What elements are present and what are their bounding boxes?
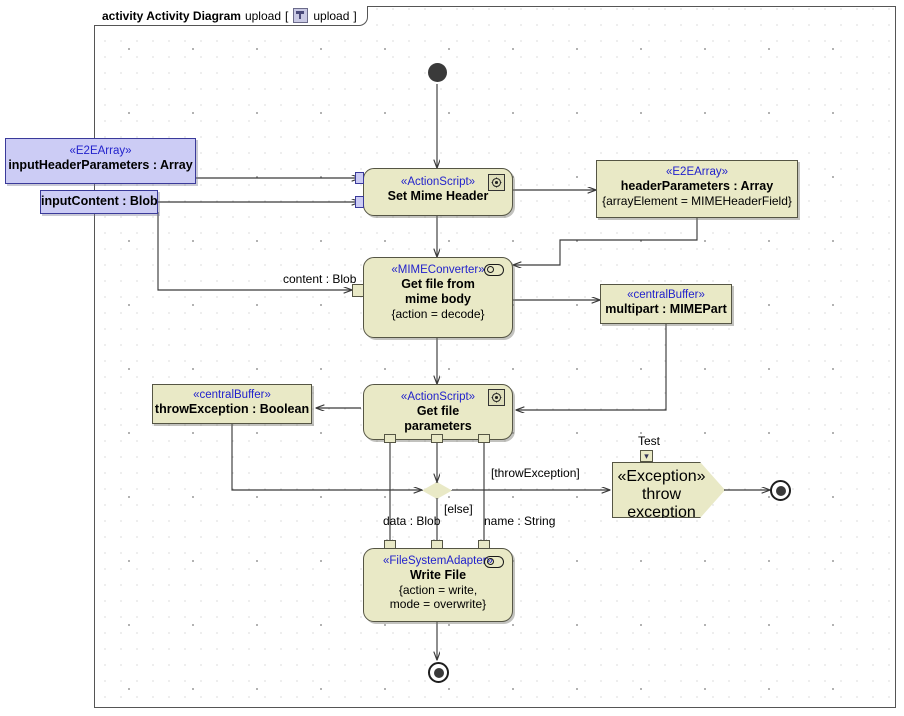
output-pin-control[interactable] bbox=[431, 434, 443, 443]
stereotype-label: «MIMEConverter» bbox=[391, 264, 485, 276]
stereotype-label: «centralBuffer» bbox=[627, 289, 705, 301]
input-pin-content[interactable] bbox=[355, 196, 364, 208]
object-node-header-parameters[interactable]: «E2EArray» headerParameters : Array {arr… bbox=[596, 160, 798, 218]
node-label: Write File bbox=[409, 568, 467, 582]
action-write-file[interactable]: «FileSystemAdapter» Write File {action =… bbox=[363, 548, 513, 622]
stereotype-label: «E2EArray» bbox=[665, 166, 728, 178]
chevron-down-icon[interactable]: ▾ bbox=[640, 450, 653, 462]
node-label-line1: Get file bbox=[416, 404, 460, 418]
input-pin-name-string[interactable] bbox=[478, 540, 490, 549]
activity-diagram-icon bbox=[293, 8, 309, 23]
stereotype-label: «centralBuffer» bbox=[193, 389, 271, 401]
input-pin-data-blob[interactable] bbox=[384, 540, 396, 549]
frame-name: upload bbox=[244, 8, 281, 23]
stereotype-label: «ActionScript» bbox=[400, 391, 476, 403]
node-label: Set Mime Header bbox=[387, 189, 489, 203]
stereotype-label: «Exception» bbox=[617, 468, 706, 485]
node-label-line2: mime body bbox=[405, 292, 471, 306]
stereotype-label: «ActionScript» bbox=[400, 176, 476, 188]
frame-inner-name: upload bbox=[313, 8, 350, 23]
node-label: inputHeaderParameters : Array bbox=[8, 158, 193, 172]
node-label-line1: Get file from bbox=[401, 277, 475, 291]
action-get-file-parameters[interactable]: «ActionScript» Get file parameters bbox=[363, 384, 513, 440]
node-property-line2: mode = overwrite} bbox=[389, 597, 487, 611]
frame-bracket-close: ] bbox=[353, 8, 357, 23]
adapter-icon bbox=[484, 556, 504, 568]
input-parameter-header-parameters[interactable]: «E2EArray» inputHeaderParameters : Array bbox=[5, 138, 196, 184]
output-pin-data-blob[interactable] bbox=[384, 434, 396, 443]
activity-final-node-main[interactable] bbox=[428, 662, 449, 683]
edge-label-else-guard: [else] bbox=[444, 502, 473, 516]
test-pin-label: Test bbox=[638, 434, 661, 448]
frame-keyword: activity Activity Diagram bbox=[102, 8, 241, 23]
adapter-icon bbox=[484, 264, 504, 276]
input-pin-header-parameters[interactable] bbox=[355, 172, 364, 184]
central-buffer-throw-exception[interactable]: «centralBuffer» throwException : Boolean bbox=[152, 384, 312, 424]
edge-label-content-blob: content : Blob bbox=[283, 272, 357, 286]
node-label-line2: parameters bbox=[404, 419, 472, 433]
gear-icon bbox=[488, 389, 505, 406]
initial-node[interactable] bbox=[428, 63, 447, 82]
stereotype-label: «FileSystemAdapter» bbox=[383, 555, 493, 567]
node-label-line2: exception bbox=[627, 504, 696, 521]
gear-icon bbox=[488, 174, 505, 191]
output-pin-name-string[interactable] bbox=[478, 434, 490, 443]
node-label: headerParameters : Array bbox=[620, 179, 774, 193]
input-pin-content-blob[interactable] bbox=[352, 284, 364, 297]
node-label: throwException : Boolean bbox=[154, 402, 310, 416]
input-parameter-content[interactable]: inputContent : Blob bbox=[40, 190, 158, 214]
edge-label-throw-exception-guard: [throwException] bbox=[491, 466, 580, 480]
exception-node-throw-exception[interactable]: «Exception» throw exception bbox=[612, 462, 725, 518]
node-property-line1: {action = write, bbox=[398, 583, 478, 597]
edge-label-name-string: name : String bbox=[484, 514, 556, 528]
node-label: inputContent : Blob bbox=[41, 194, 158, 208]
action-set-mime-header[interactable]: «ActionScript» Set Mime Header bbox=[363, 168, 513, 216]
frame-bracket-open: [ bbox=[285, 8, 289, 23]
central-buffer-multipart[interactable]: «centralBuffer» multipart : MIMEPart bbox=[600, 284, 732, 324]
node-label-line1: throw bbox=[641, 486, 682, 503]
node-property: {action = decode} bbox=[391, 307, 485, 321]
stereotype-label: «E2EArray» bbox=[69, 145, 132, 157]
node-label: multipart : MIMEPart bbox=[605, 302, 727, 316]
decision-node[interactable] bbox=[422, 482, 452, 499]
action-get-file-from-mime-body[interactable]: «MIMEConverter» Get file from mime body … bbox=[363, 257, 513, 338]
node-property: {arrayElement = MIMEHeaderField} bbox=[602, 194, 792, 208]
edge-label-data-blob: data : Blob bbox=[383, 514, 441, 528]
activity-final-node-exception[interactable] bbox=[770, 480, 791, 501]
diagram-frame-title: activity Activity Diagram upload [ uploa… bbox=[94, 6, 368, 26]
input-pin-control[interactable] bbox=[431, 540, 443, 549]
